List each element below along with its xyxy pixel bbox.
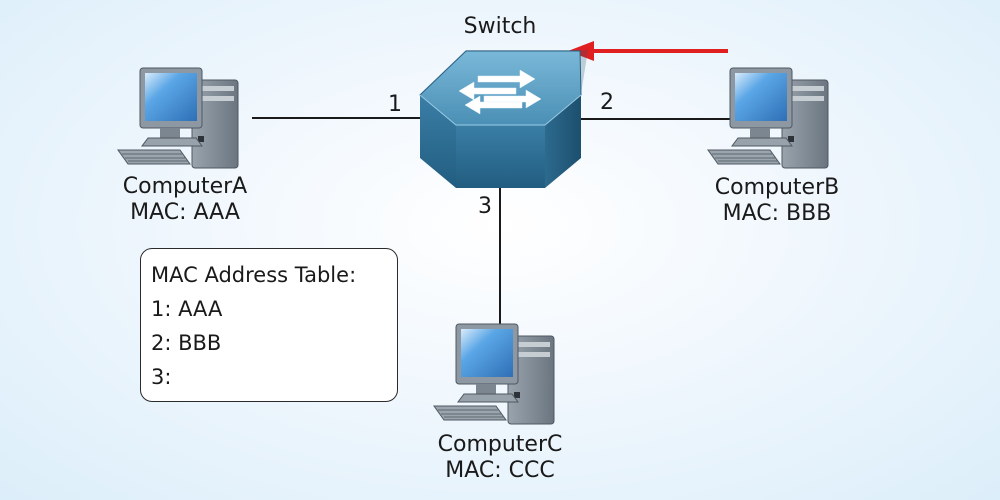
computer-b-label: ComputerB MAC: BBB: [682, 175, 872, 227]
arrow-icon: [568, 41, 728, 61]
mac-table-row: 1: AAA: [151, 297, 223, 321]
computer-b-name: ComputerB: [714, 175, 840, 200]
port-3-label: 3: [478, 194, 492, 219]
mac-address-table: MAC Address Table: 1: AAA 2: BBB 3:: [140, 248, 398, 402]
computer-b-icon: [707, 67, 829, 169]
computer-a-mac: MAC: AAA: [130, 200, 240, 225]
computer-c-name: ComputerC: [437, 432, 563, 457]
computer-a-label: ComputerA MAC: AAA: [90, 174, 280, 226]
port-2-label: 2: [600, 90, 614, 115]
switch-title: Switch: [463, 14, 537, 39]
port-1-label: 1: [388, 92, 402, 117]
mac-table-title: MAC Address Table:: [151, 263, 357, 287]
switch-icon: [419, 50, 588, 188]
mac-table-row: 2: BBB: [151, 331, 222, 355]
computer-a-name: ComputerA: [122, 174, 248, 199]
computer-b-mac: MAC: BBB: [722, 201, 832, 226]
computer-c-mac: MAC: CCC: [445, 458, 555, 483]
computer-c-label: ComputerC MAC: CCC: [400, 432, 600, 484]
computer-c-icon: [433, 323, 555, 425]
computer-a-icon: [117, 67, 239, 169]
mac-table-row: 3:: [151, 365, 172, 389]
